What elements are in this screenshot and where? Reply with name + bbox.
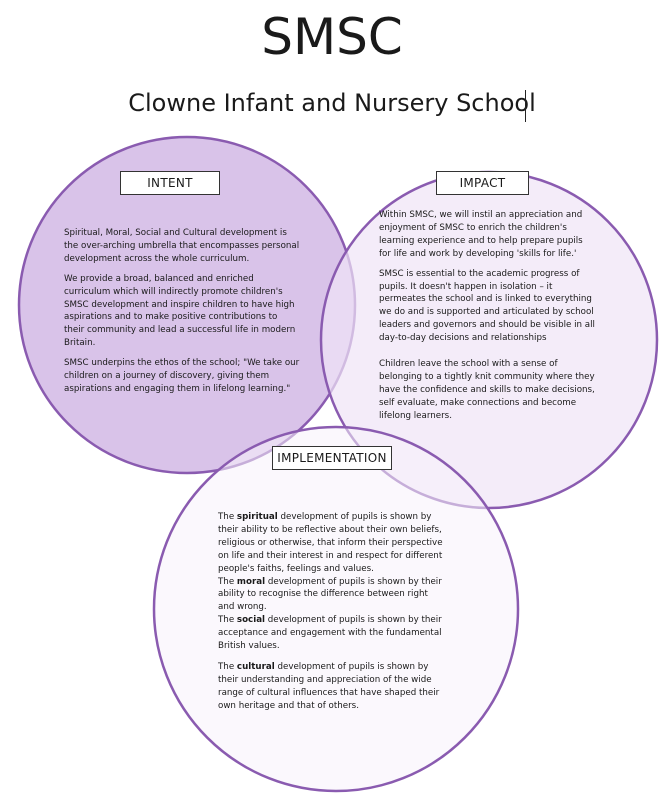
implementation-label: IMPLEMENTATION [272, 446, 392, 470]
impact-label: IMPACT [436, 171, 529, 195]
implementation-item: The moral development of pupils is shown… [218, 576, 442, 613]
impact-paragraph: Within SMSC, we will instil an appreciat… [379, 210, 583, 259]
intent-paragraph: We provide a broad, balanced and enriche… [64, 273, 296, 349]
impact-paragraph: Children leave the school with a sense o… [379, 359, 595, 421]
page-title: SMSC [261, 8, 403, 66]
implementation-text: The spiritual development of pupils is s… [218, 511, 444, 713]
page-subtitle: Clowne Infant and Nursery School [128, 89, 536, 117]
implementation-item: The social development of pupils is show… [218, 615, 442, 652]
implementation-item: The cultural development of pupils is sh… [218, 661, 440, 711]
intent-label: INTENT [120, 171, 220, 195]
implementation-item: The spiritual development of pupils is s… [218, 512, 443, 574]
intent-paragraph: Spiritual, Moral, Social and Cultural de… [64, 228, 300, 264]
implementation-circle [152, 425, 520, 793]
impact-paragraph: SMSC is essential to the academic progre… [379, 268, 595, 344]
text-cursor [525, 90, 526, 122]
impact-text: Within SMSC, we will instil an appreciat… [379, 209, 596, 423]
intent-text: Spiritual, Moral, Social and Cultural de… [64, 227, 300, 403]
intent-paragraph: SMSC underpins the ethos of the school; … [64, 358, 300, 394]
